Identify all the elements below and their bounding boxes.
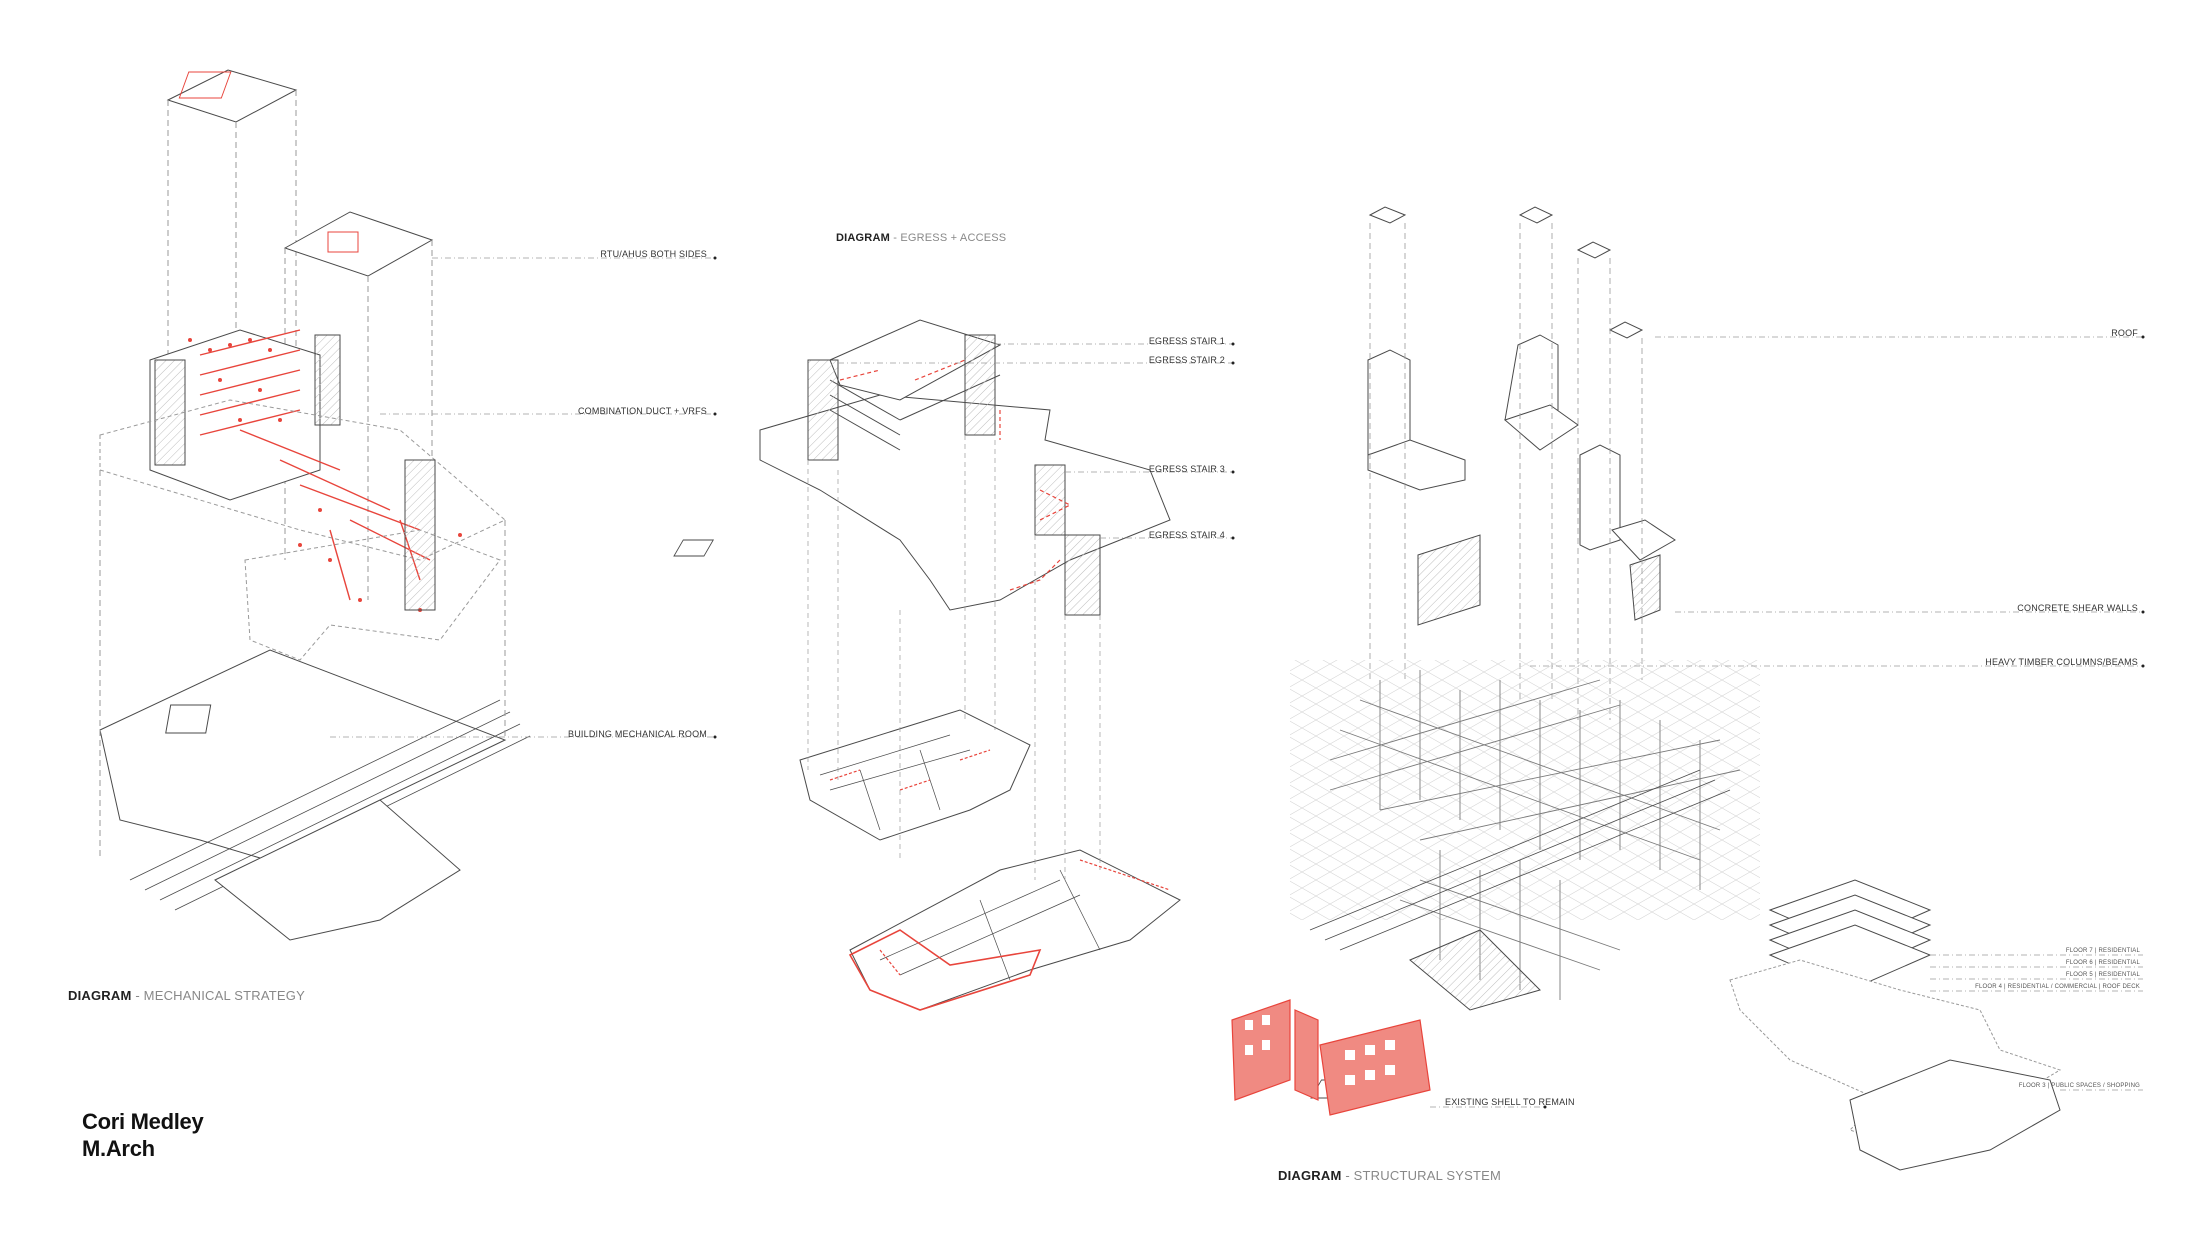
timber-columns (1379, 670, 1701, 1000)
author-degree: M.Arch (82, 1136, 155, 1161)
author-block: Cori Medley M.Arch (82, 1108, 204, 1162)
mechanical-title-bold: DIAGRAM (68, 988, 132, 1003)
egress-red-outline (848, 929, 1042, 1011)
callout-egress-stair-4: EGRESS STAIR 4 (1148, 530, 1225, 540)
callout-roof: ROOF (2111, 328, 2138, 338)
floor-label-4: FLOOR 4 | RESIDENTIAL / COMMERCIAL | ROO… (1975, 984, 2140, 990)
floor-label-6: FLOOR 6 | RESIDENTIAL (2065, 960, 2140, 966)
mech-roof-unit (178, 71, 232, 99)
structural-leaders (1430, 336, 2143, 1108)
mech-core-block (149, 329, 321, 501)
mech-ground-plan (99, 649, 507, 871)
egress-stair-2 (807, 359, 839, 461)
floor-label-7: FLOOR 7 | RESIDENTIAL (2065, 948, 2140, 954)
mech-roof-top (166, 69, 298, 123)
egress-title-bold: DIAGRAM (836, 232, 890, 244)
structural-diagram (1231, 206, 2062, 1171)
callout-existing-shell: EXISTING SHELL TO REMAIN (1445, 1097, 1575, 1107)
callout-egress-stair-1: EGRESS STAIR 1 (1148, 336, 1225, 346)
callout-rtu-ahus: RTU/AHUs BOTH SIDES (600, 249, 707, 259)
timber-beams (1329, 679, 1741, 971)
mech-right-core (404, 459, 436, 611)
callout-concrete-shear-walls: CONCRETE SHEAR WALLS (2017, 603, 2138, 613)
shear-wall-core-c (1579, 444, 1621, 551)
egress-title-rest: - EGRESS + ACCESS (889, 232, 1007, 244)
egress-leaders (838, 343, 1233, 539)
mechanical-title-rest: - MECHANICAL STRATEGY (131, 988, 305, 1003)
egress-plan-upper (799, 709, 1031, 841)
floor-label-3: FLOOR 3 | PUBLIC SPACES / SHOPPING (2018, 1083, 2140, 1089)
shear-wall-towers (1367, 206, 1676, 626)
mech-leaders (330, 257, 715, 738)
callout-heavy-timber: HEAVY TIMBER COLUMNS/BEAMS (1985, 657, 2138, 667)
structural-title-rest: - STRUCTURAL SYSTEM (1341, 1168, 1502, 1183)
egress-projection-lines (807, 435, 1101, 880)
floor-label-5: FLOOR 5 | RESIDENTIAL (2065, 972, 2140, 978)
structural-floor-stack (1310, 879, 2062, 1171)
mech-ducts (199, 329, 431, 601)
callout-combination-duct: COMBINATION DUCT + VRFs (577, 406, 707, 416)
mechanical-diagram (99, 69, 531, 941)
callout-egress-stair-2: EGRESS STAIR 2 (1148, 355, 1225, 365)
structural-title-bold: DIAGRAM (1278, 1168, 1342, 1183)
mech-diffusers (188, 338, 462, 612)
egress-diagram (673, 319, 1181, 1011)
mech-room (165, 704, 212, 734)
timber-frame-grid (1290, 660, 1760, 920)
structural-diagram-title: DIAGRAM - STRUCTURAL SYSTEM (1278, 1168, 1501, 1183)
mechanical-diagram-title: DIAGRAM - MECHANICAL STRATEGY (68, 988, 305, 1003)
egress-diagram-title: DIAGRAM - EGRESS + ACCESS (836, 232, 1006, 244)
callout-egress-stair-3: EGRESS STAIR 3 (1148, 464, 1225, 474)
existing-shell-facade (1231, 999, 1431, 1116)
callout-mechanical-room: BUILDING MECHANICAL ROOM (568, 729, 707, 739)
egress-stair-4 (1064, 534, 1101, 616)
egress-stair-1 (964, 334, 996, 436)
structural-street (1309, 769, 1731, 951)
author-name: Cori Medley (82, 1109, 204, 1134)
